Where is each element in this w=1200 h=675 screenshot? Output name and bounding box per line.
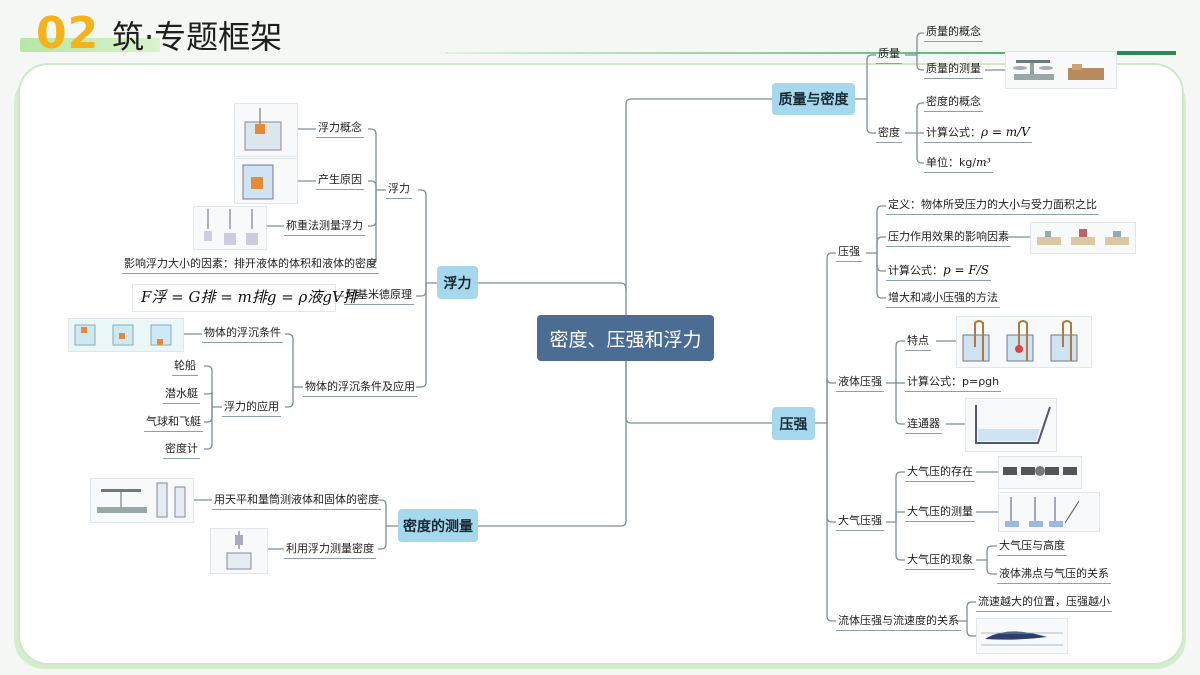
buoyancy-measure-image — [210, 528, 268, 574]
node-density-concept[interactable]: 密度的概念 — [924, 94, 983, 112]
node-pressure-solid[interactable]: 压强 — [836, 244, 862, 262]
node-app-submarine[interactable]: 潜水艇 — [163, 386, 200, 404]
magdeburg-image — [998, 456, 1082, 489]
node-atmos-phenomena[interactable]: 大气压的现象 — [905, 552, 975, 570]
node-buoyancy-factors[interactable]: 影响浮力大小的因素：排开液体的体积和液体的密度 — [122, 256, 379, 274]
balance-scale-image — [1005, 51, 1117, 89]
node-app-hydrometer[interactable]: 密度计 — [163, 441, 200, 459]
node-buoyancy[interactable]: 浮力 — [386, 181, 412, 199]
node-pressure-factors[interactable]: 压力作用效果的影响因素 — [886, 229, 1011, 247]
node-pressure-formula[interactable]: 计算公式：p = F/S — [886, 262, 991, 281]
node-density-formula[interactable]: 计算公式：ρ = m/V — [924, 124, 1032, 143]
node-buoyancy-application[interactable]: 浮力的应用 — [222, 399, 281, 417]
node-buoyancy-concept[interactable]: 浮力概念 — [316, 120, 364, 138]
node-mass-measure[interactable]: 质量的测量 — [924, 61, 983, 79]
header-divider-accent — [1110, 51, 1176, 55]
section-number: 02 — [36, 8, 100, 59]
float-condition-image — [68, 318, 184, 352]
node-connected-vessel[interactable]: 连通器 — [905, 416, 942, 434]
node-density-unit[interactable]: 单位：kg/m³ — [924, 155, 993, 173]
node-buoyancy-cause[interactable]: 产生原因 — [316, 172, 364, 190]
node-density[interactable]: 密度 — [876, 125, 902, 143]
node-liquid-pressure[interactable]: 液体压强 — [836, 374, 884, 392]
balance-cylinder-image — [90, 478, 194, 523]
node-app-balloon[interactable]: 气球和飞艇 — [144, 414, 203, 432]
node-weighing-method[interactable]: 称重法测量浮力 — [284, 218, 365, 236]
node-atmos-altitude[interactable]: 大气压与高度 — [997, 538, 1067, 556]
weighing-method-image — [193, 206, 267, 250]
node-pressure-methods[interactable]: 增大和减小压强的方法 — [886, 290, 1000, 308]
section-title: 筑·专题框架 — [112, 18, 283, 56]
node-liquid-formula[interactable]: 计算公式：p=ρgh — [905, 374, 1002, 392]
node-fluid-rule[interactable]: 流速越大的位置，压强越小 — [976, 594, 1112, 612]
torricelli-image — [998, 492, 1100, 532]
node-atmos-boiling[interactable]: 液体沸点与气压的关系 — [997, 566, 1111, 584]
center-topic[interactable]: 密度、压强和浮力 — [537, 315, 714, 361]
branch-density-measure[interactable]: 密度的测量 — [398, 509, 478, 542]
node-measure-buoyancy[interactable]: 利用浮力测量密度 — [284, 541, 376, 559]
connected-vessel-image — [965, 398, 1057, 452]
node-fluid-pressure[interactable]: 流体压强与流速度的关系 — [836, 613, 961, 631]
archimedes-formula: F浮 = G排 = m排g = ρ液gV排 — [132, 284, 358, 312]
buoyancy-concept-image — [234, 103, 298, 157]
node-pressure-definition[interactable]: 定义：物体所受压力的大小与受力面积之比 — [886, 197, 1099, 215]
branch-pressure[interactable]: 压强 — [772, 407, 815, 440]
branch-mass-density[interactable]: 质量与密度 — [772, 83, 855, 115]
node-atmos-measure[interactable]: 大气压的测量 — [905, 504, 975, 522]
node-measure-balance[interactable]: 用天平和量筒测液体和固体的密度 — [212, 492, 381, 510]
airfoil-image — [976, 618, 1068, 654]
liquid-pressure-image — [956, 316, 1092, 368]
node-atmos-existence[interactable]: 大气压的存在 — [905, 464, 975, 482]
pressure-experiment-image — [1030, 222, 1136, 254]
header-accent-bar — [20, 38, 160, 52]
node-app-ship[interactable]: 轮船 — [172, 358, 198, 376]
node-atmospheric-pressure[interactable]: 大气压强 — [836, 513, 884, 531]
node-liquid-feature[interactable]: 特点 — [905, 333, 931, 351]
node-float-condition[interactable]: 物体的浮沉条件 — [202, 325, 283, 343]
buoyancy-cause-image — [234, 158, 298, 204]
branch-buoyancy[interactable]: 浮力 — [437, 266, 478, 299]
node-float-sink[interactable]: 物体的浮沉条件及应用 — [303, 379, 417, 397]
node-mass-concept[interactable]: 质量的概念 — [924, 24, 983, 42]
header-divider — [445, 52, 1175, 54]
node-archimedes[interactable]: 阿基米德原理 — [344, 287, 414, 305]
node-mass[interactable]: 质量 — [876, 46, 902, 64]
